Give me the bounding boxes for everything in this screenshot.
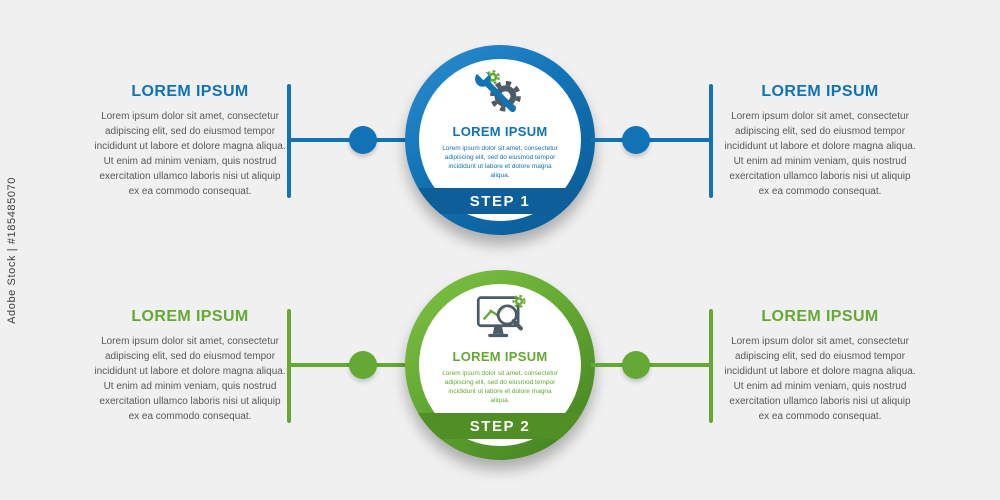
step1-right-panel: LOREM IPSUM Lorem ipsum dolor sit amet, … (723, 83, 917, 199)
step2-right-connector (591, 363, 711, 367)
step1-badge: STEP 1 (405, 188, 595, 214)
step1-right-dot (622, 126, 650, 154)
step2-right-bar (709, 309, 713, 423)
step1-badge-label: STEP 1 (469, 192, 531, 210)
step2-left-panel: LOREM IPSUM Lorem ipsum dolor sit amet, … (93, 308, 287, 424)
step2-left-body: Lorem ipsum dolor sit amet, consectetur … (94, 336, 286, 422)
step1-right-heading: LOREM IPSUM (761, 83, 879, 100)
stock-watermark: Adobe Stock | #185485070 (0, 0, 24, 500)
step1-circle-body: Lorem ipsum dolor sit amet, consectetur … (442, 145, 558, 180)
step2-right-body: Lorem ipsum dolor sit amet, consectetur … (724, 336, 916, 422)
step1-circle: LOREM IPSUM Lorem ipsum dolor sit amet, … (405, 45, 595, 235)
step1-circle-title: LOREM IPSUM (452, 124, 548, 139)
watermark-text: Adobe Stock | #185485070 (6, 176, 18, 324)
step1-right-bar (709, 84, 713, 198)
step2-right-dot (622, 351, 650, 379)
step2-right-heading: LOREM IPSUM (761, 308, 879, 325)
step2-circle-title: LOREM IPSUM (452, 349, 548, 364)
step2-circle: LOREM IPSUM Lorem ipsum dolor sit amet, … (405, 270, 595, 460)
gear-wrench-icon (471, 68, 529, 117)
step1-row: LOREM IPSUM Lorem ipsum dolor sit amet, … (0, 20, 1000, 260)
step2-circle-body: Lorem ipsum dolor sit amet, consectetur … (442, 370, 558, 405)
step1-left-heading: LOREM IPSUM (131, 83, 249, 100)
step2-right-panel: LOREM IPSUM Lorem ipsum dolor sit amet, … (723, 308, 917, 424)
step1-right-connector (591, 138, 711, 142)
step1-left-dot (349, 126, 377, 154)
step1-right-body: Lorem ipsum dolor sit amet, consectetur … (724, 111, 916, 197)
monitor-analytics-icon (471, 294, 529, 342)
step2-row: LOREM IPSUM Lorem ipsum dolor sit amet, … (0, 245, 1000, 485)
step1-left-body: Lorem ipsum dolor sit amet, consectetur … (94, 111, 286, 197)
step2-left-dot (349, 351, 377, 379)
step1-left-panel: LOREM IPSUM Lorem ipsum dolor sit amet, … (93, 83, 287, 199)
step2-left-heading: LOREM IPSUM (131, 308, 249, 325)
step2-badge-label: STEP 2 (469, 417, 531, 435)
step2-badge: STEP 2 (405, 413, 595, 439)
